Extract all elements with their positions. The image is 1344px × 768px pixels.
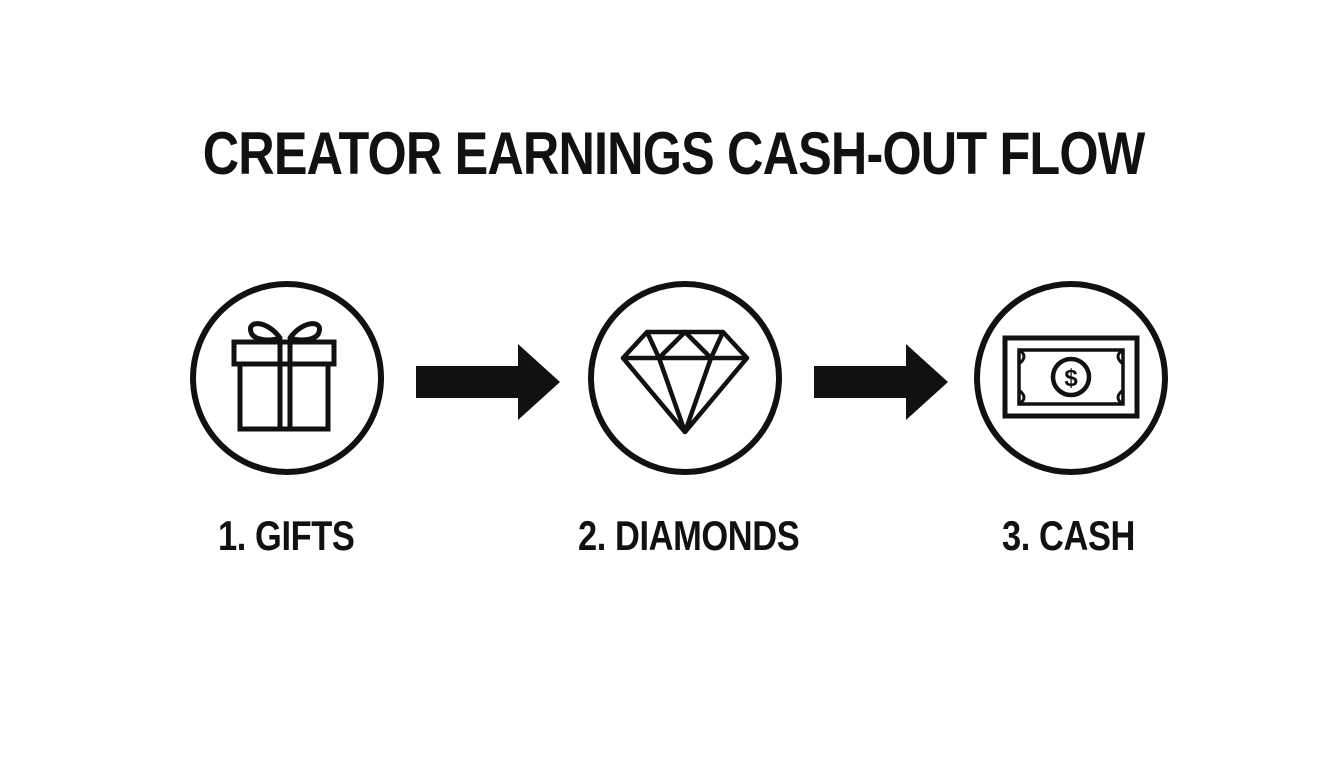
step-label-gifts: 1. GIFTS (218, 512, 355, 559)
step-cash-node: $ (973, 280, 1169, 476)
step-label-diamonds: 2. DIAMONDS (578, 512, 800, 559)
diagram-title: CREATOR EARNINGS CASH-OUT FLOW (202, 120, 1146, 187)
diamond-icon (588, 281, 782, 475)
cash-bill-icon: $ (974, 281, 1168, 475)
gift-icon (190, 281, 384, 475)
arrow-right-icon (814, 344, 948, 420)
arrow-right-icon (416, 344, 560, 420)
step-label-cash: 3. CASH (1002, 512, 1136, 559)
step-diamonds-node (587, 280, 783, 476)
svg-text:$: $ (1064, 365, 1078, 392)
step-gifts-node (189, 280, 385, 476)
